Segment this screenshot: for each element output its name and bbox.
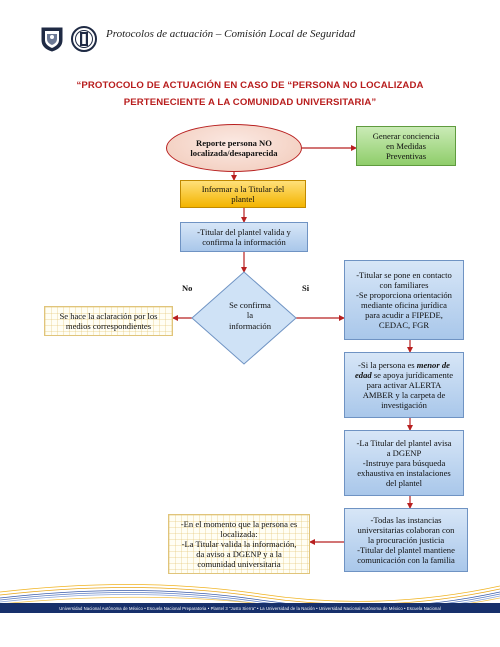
clarify-line-2: medios correspondientes (65, 321, 152, 331)
notify-line-3: -Instruye para búsqueda (362, 457, 446, 468)
located-line-5: comunidad universitaria (197, 559, 281, 570)
decision-diamond (191, 271, 297, 365)
validate-box: -Titular del plantel valida y confirma l… (180, 222, 308, 252)
clarify-box: Se hace la aclaración por los medios cor… (44, 306, 173, 336)
decision-yes-label: Si (302, 283, 310, 293)
contact-line-5: para acudir a FIPEDE, (365, 310, 443, 321)
contact-line-1: -Titular se pone en contacto (356, 269, 452, 280)
awareness-line-2: en Medidas (386, 140, 426, 151)
start-line-1: Reporte persona NO (196, 137, 272, 148)
decision-no-label: No (182, 283, 193, 293)
notify-line-4: exhaustiva en instalaciones (357, 468, 451, 479)
contact-line-6: CEDAC, FGR (378, 320, 430, 331)
document-title-line-1: “PROTOCOLO DE ACTUACIÓN EN CASO DE “PERS… (76, 80, 424, 91)
validate-line-1: -Titular del plantel valida y (197, 226, 291, 237)
start-line-2: localizada/desaparecida (190, 148, 278, 158)
minor-line-2-a: edad (354, 369, 372, 380)
footer-text: Universidad Nacional Autónoma de México … (59, 606, 441, 611)
inform-line-2: plantel (231, 194, 255, 204)
decision-line-1: Se confirma (229, 300, 271, 310)
contact-line-2: con familiares (379, 279, 429, 290)
collaborate-line-2: universitarias colaboran con (357, 524, 455, 535)
minor-box: -Si la persona es menor de edad se apoya… (344, 352, 464, 418)
minor-line-4: AMBER y la carpeta de (362, 390, 446, 401)
unam-logo (41, 27, 63, 52)
header-title: Protocolos de actuación – Comisión Local… (106, 28, 356, 40)
validate-line-2: confirma la información (202, 237, 286, 247)
footer-wave-decoration (0, 584, 500, 613)
notify-line-2: a DGENP (386, 447, 422, 458)
clarify-line-1: Se hace la aclaración por los (59, 310, 158, 321)
decision-line-3: información (229, 320, 271, 331)
minor-line-2: edad se apoya jurídicamente (355, 370, 453, 380)
inform-box: Informar a la Titular del plantel (180, 180, 306, 208)
inform-line-1: Informar a la Titular del (201, 183, 285, 194)
contact-box: -Titular se pone en contacto con familia… (344, 260, 464, 340)
document-title-line-2: PERTENECIENTE A LA COMUNIDAD UNIVERSITAR… (123, 97, 377, 108)
notify-line-5: del plantel (385, 478, 423, 489)
enp-logo (71, 26, 97, 52)
notify-box: -La Titular del plantel avisa a DGENP -I… (344, 430, 464, 496)
located-line-2: localizada: (220, 528, 258, 539)
notify-line-1: -La Titular del plantel avisa (356, 437, 452, 448)
minor-line-1: -Si la persona es menor de (355, 360, 453, 370)
decision-line-2: la (246, 310, 254, 321)
contact-line-4: mediante oficina jurídica (361, 300, 447, 310)
minor-line-5: investigación (381, 400, 427, 411)
collaborate-line-3: la procuración justicia (367, 534, 445, 545)
located-line-4: da aviso a DGENP y a la (196, 549, 282, 560)
minor-line-1-a: -Si la persona es (358, 359, 417, 370)
collaborate-line-1: -Todas las instancias (370, 514, 442, 525)
decision-text: Se confirma la información (204, 300, 296, 331)
awareness-box: Generar conciencia en Medidas Preventiva… (356, 126, 456, 166)
awareness-line-1: Generar conciencia (372, 130, 440, 141)
located-box: -En el momento que la persona es localiz… (168, 514, 310, 574)
awareness-line-3: Preventivas (385, 151, 427, 162)
collaborate-box: -Todas las instancias universitarias col… (344, 508, 468, 572)
located-line-3: -La Titular valida la información, (181, 538, 297, 549)
minor-line-3: para activar ALERTA (366, 379, 442, 390)
collaborate-line-5: comunicación con la familia (357, 555, 455, 566)
collaborate-line-4: -Titular del plantel mantiene (357, 545, 455, 556)
start-report-oval: Reporte persona NO localizada/desapareci… (166, 124, 302, 172)
located-line-1: -En el momento que la persona es (180, 518, 298, 529)
minor-line-2-b: se apoya jurídicamente (371, 369, 454, 380)
minor-line-1-b: menor de (416, 359, 450, 370)
contact-line-3: -Se proporciona orientación (356, 289, 452, 300)
